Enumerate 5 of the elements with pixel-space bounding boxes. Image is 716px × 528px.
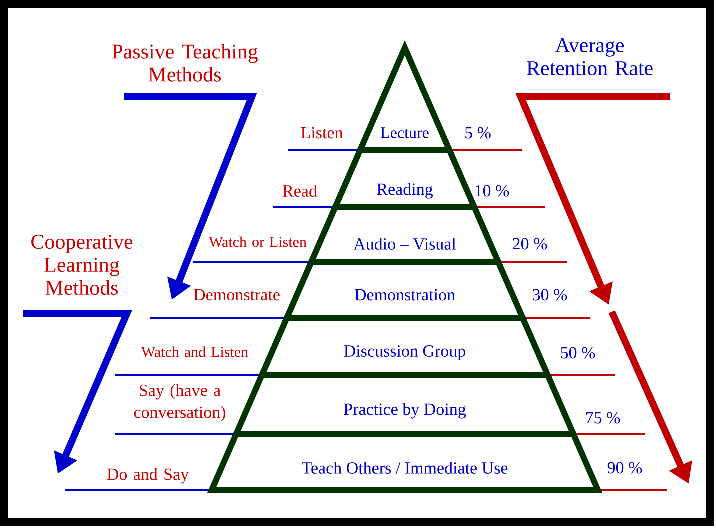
heading: Cooperative Learning Methods [32,234,133,296]
underlined-label: 90 % [601,462,667,491]
heading: Average Retention Rate [527,38,653,76]
underlined-label: Do and Say [65,468,209,491]
heading: Passive Teaching Methods [112,44,258,82]
